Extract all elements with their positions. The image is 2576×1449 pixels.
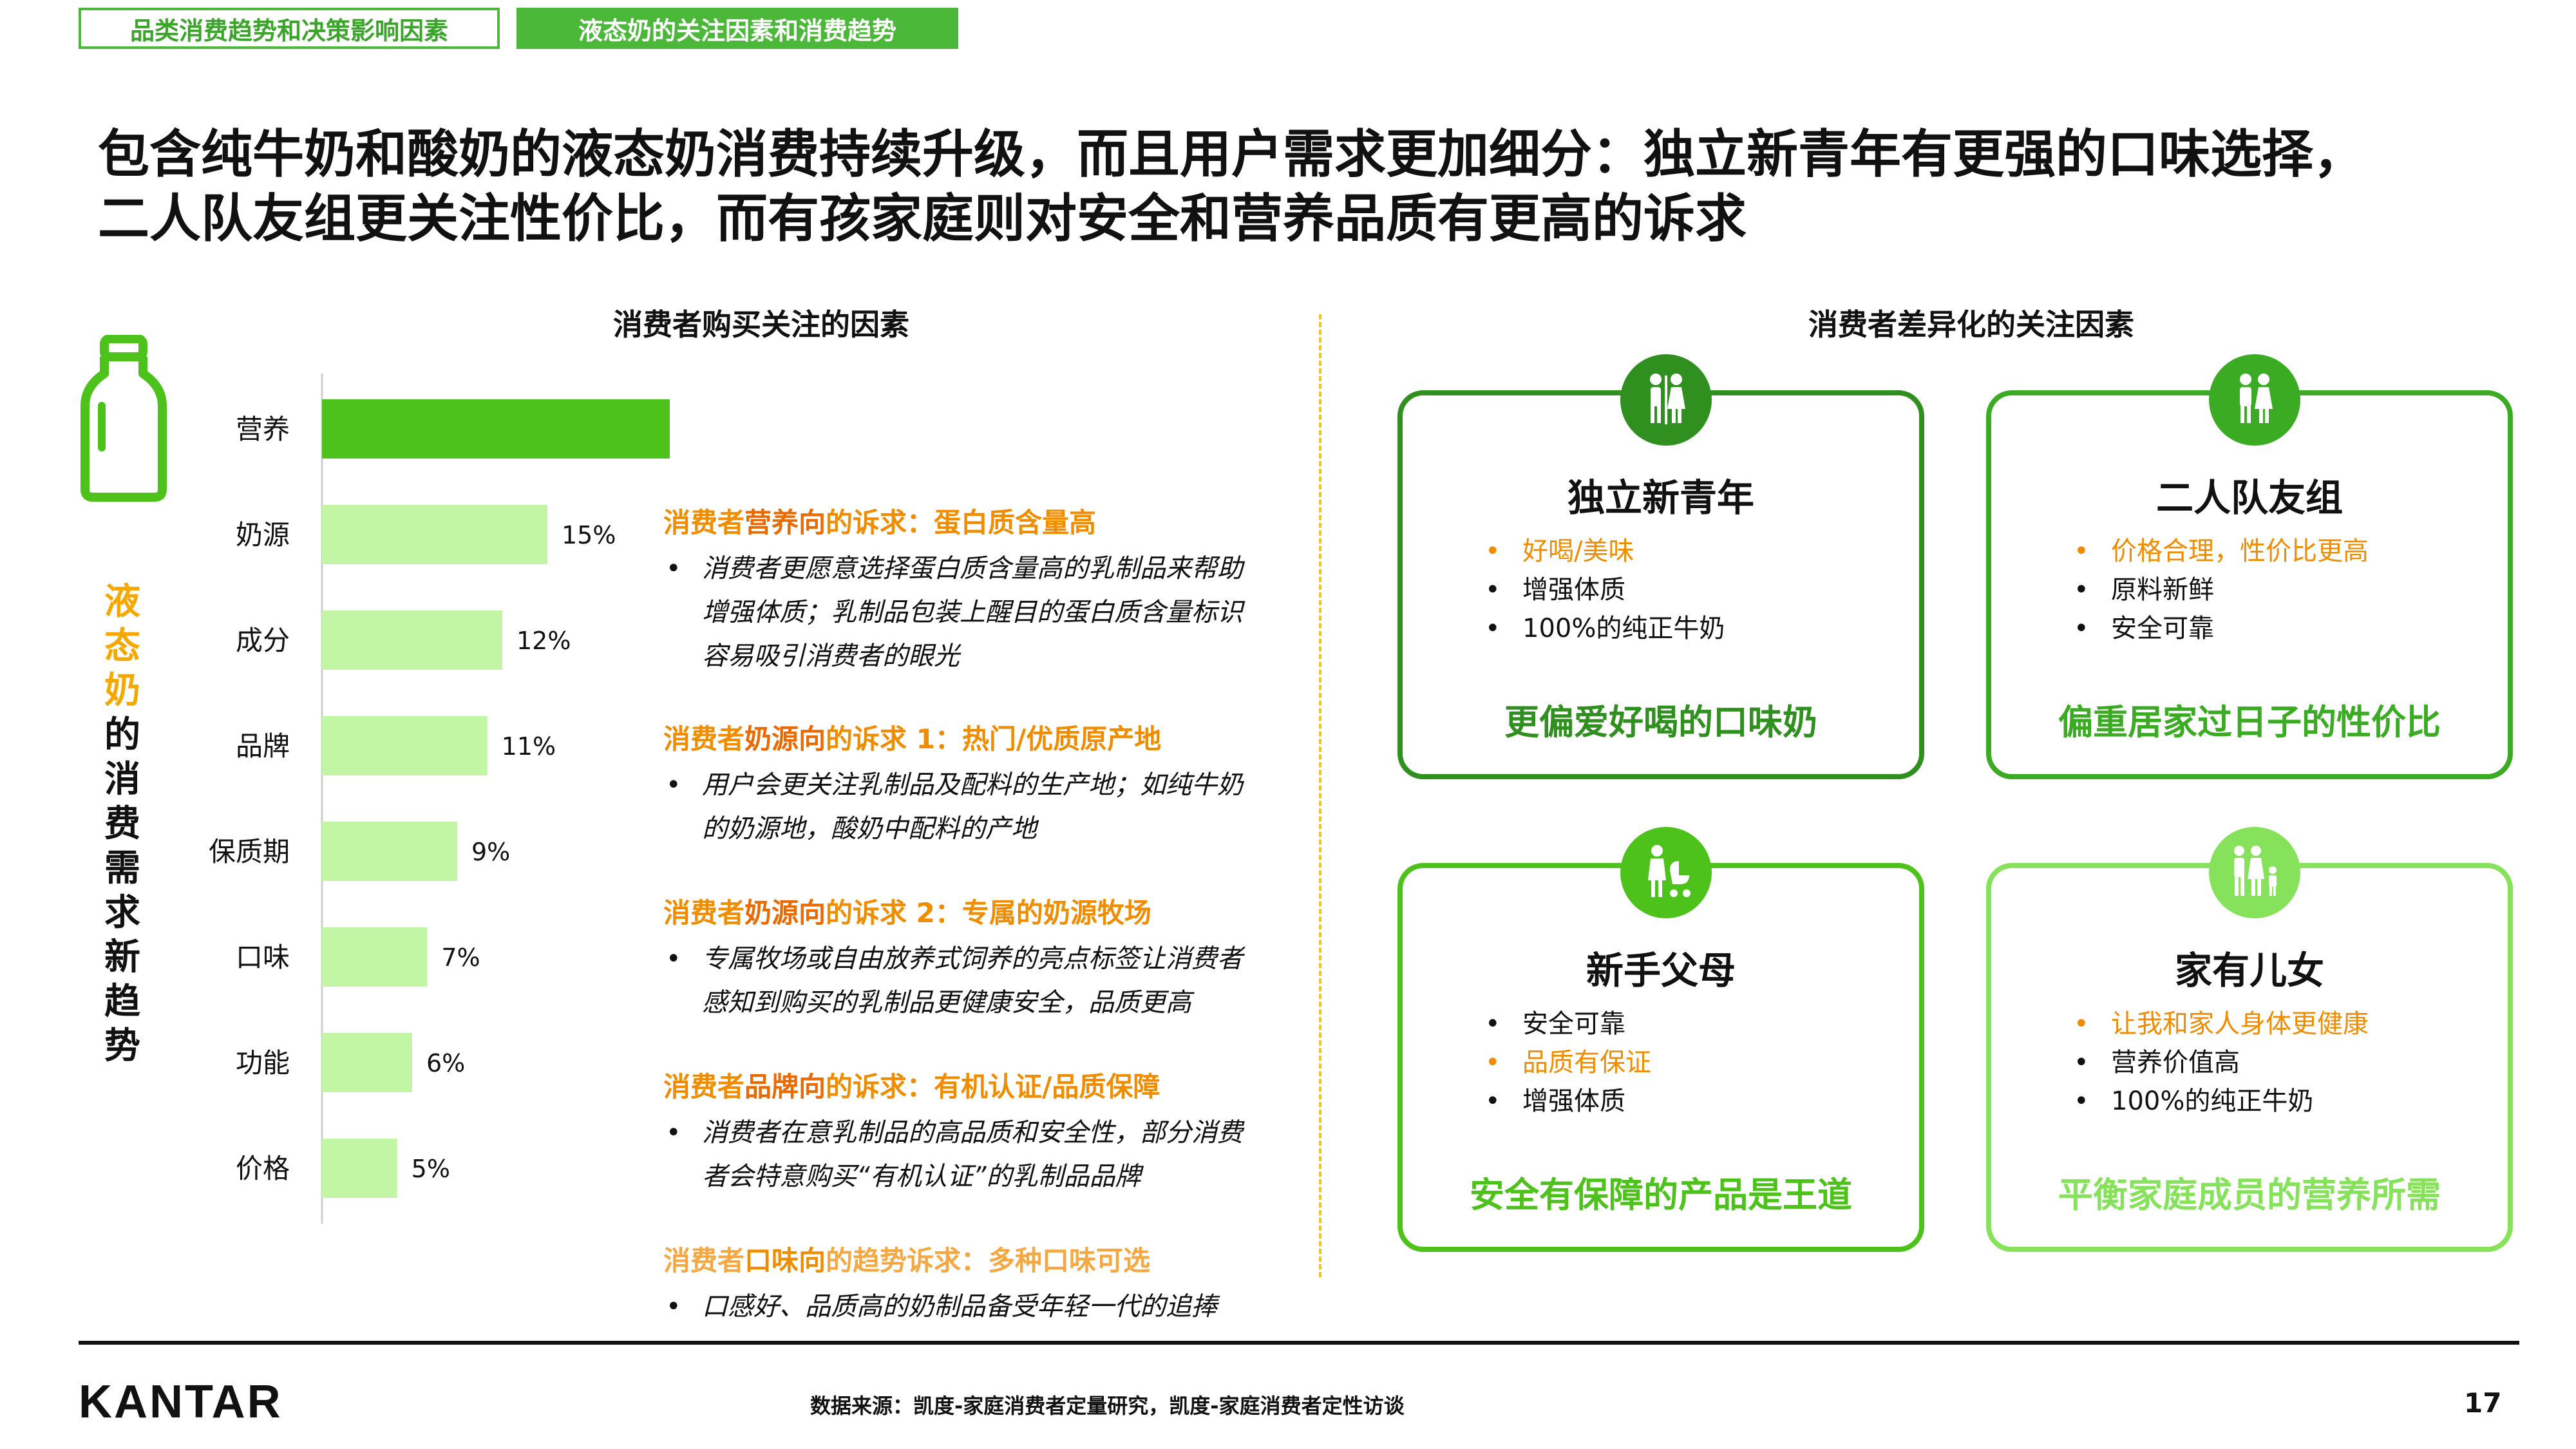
segment-summary: 平衡家庭成员的营养所需 bbox=[2058, 1175, 2441, 1215]
claim-block: 消费者奶源向的诉求 2：专属的奶源牧场 专属牧场或自由放养式饲养的亮点标签让消费… bbox=[663, 891, 1243, 1025]
segment-item: 安全可靠 bbox=[2069, 609, 2369, 648]
right-section-title: 消费者差异化的关注因素 bbox=[1808, 307, 2134, 342]
claim-title: 消费者奶源向的诉求 2：专属的奶源牧场 bbox=[663, 897, 1151, 929]
segment-card-young: 独立新青年 好喝/美味 增强体质 100%的纯正牛奶 更偏爱好喝的口味奶 bbox=[1397, 354, 1924, 779]
value-label: 11% bbox=[502, 732, 556, 761]
segment-list: 让我和家人身体更健康 营养价值高 100%的纯正牛奶 bbox=[2069, 1005, 2369, 1121]
tab-liquid-milk[interactable]: 液态奶的关注因素和消费趋势 bbox=[516, 8, 958, 49]
category-label: 品牌 bbox=[236, 730, 290, 762]
milk-bottle-icon bbox=[80, 335, 167, 502]
segment-item: 好喝/美味 bbox=[1480, 532, 1725, 571]
bar bbox=[322, 505, 547, 564]
segment-item: 增强体质 bbox=[1480, 1082, 1651, 1121]
segment-card-new-parents: 新手父母 安全可靠 品质有保证 增强体质 安全有保障的产品是王道 bbox=[1397, 827, 1924, 1252]
segment-title: 独立新青年 bbox=[1567, 476, 1754, 520]
headline-line-2: 二人队友组更关注性价比，而有孩家庭则对安全和营养品质有更高的诉求 bbox=[98, 189, 1747, 249]
bar bbox=[322, 611, 502, 670]
category-label: 成分 bbox=[236, 625, 290, 656]
claim-title: 消费者品牌向的诉求：有机认证/品质保障 bbox=[663, 1071, 1160, 1103]
segment-item: 原料新鲜 bbox=[2069, 571, 2369, 609]
segment-item: 安全可靠 bbox=[1480, 1005, 1651, 1043]
claim-text: 口感好、品质高的奶制品备受年轻一代的追捧 bbox=[663, 1285, 1217, 1329]
headline: 包含纯牛奶和酸奶的液态奶消费持续升级，而且用户需求更加细分：独立新青年有更强的口… bbox=[98, 122, 2519, 251]
segment-card-couple: 二人队友组 价格合理，性价比更高 原料新鲜 安全可靠 偏重居家过日子的性价比 bbox=[1986, 354, 2513, 779]
claim-title: 消费者营养向的诉求：蛋白质含量高 bbox=[663, 507, 1097, 538]
claim-block: 消费者奶源向的诉求 1：热门/优质原产地 用户会更关注乳制品及配料的生产地；如纯… bbox=[663, 717, 1243, 851]
bar bbox=[322, 1139, 397, 1198]
segment-item: 品质有保证 bbox=[1480, 1043, 1651, 1082]
vertical-title-rest: 的消费需求新趋势 bbox=[104, 714, 140, 1067]
segment-item: 价格合理，性价比更高 bbox=[2069, 532, 2369, 571]
claim-text: 消费者更愿意选择蛋白质含量高的乳制品来帮助增强体质；乳制品包装上醒目的蛋白质含量… bbox=[663, 547, 1243, 678]
two-people-icon bbox=[1620, 354, 1712, 446]
claim-block: 消费者口味向的趋势诉求：多种口味可选 口感好、品质高的奶制品备受年轻一代的追捧 bbox=[663, 1239, 1217, 1329]
segment-summary: 更偏爱好喝的口味奶 bbox=[1504, 702, 1817, 743]
data-source: 数据来源：凯度-家庭消费者定量研究，凯度-家庭消费者定性访谈 bbox=[810, 1394, 1405, 1418]
value-label: 12% bbox=[516, 627, 571, 655]
category-label: 功能 bbox=[236, 1047, 290, 1079]
couple-icon bbox=[2209, 354, 2300, 446]
segment-card-family: 家有儿女 让我和家人身体更健康 营养价值高 100%的纯正牛奶 平衡家庭成员的营… bbox=[1986, 827, 2513, 1252]
segment-item: 增强体质 bbox=[1480, 571, 1725, 609]
bar bbox=[322, 716, 488, 775]
value-label: 9% bbox=[471, 838, 510, 866]
category-label: 营养 bbox=[236, 413, 290, 445]
category-label: 口味 bbox=[236, 942, 290, 973]
vertical-title-highlight: 液态奶 bbox=[104, 581, 140, 712]
segment-title: 家有儿女 bbox=[2174, 949, 2324, 992]
tab-category-trends[interactable]: 品类消费趋势和决策影响因素 bbox=[79, 8, 500, 49]
segment-summary: 安全有保障的产品是王道 bbox=[1470, 1175, 1852, 1215]
category-label: 保质期 bbox=[209, 836, 290, 867]
section-divider bbox=[1319, 314, 1321, 1277]
segment-item: 营养价值高 bbox=[2069, 1043, 2369, 1082]
bar bbox=[322, 927, 428, 987]
value-label: 15% bbox=[562, 521, 616, 549]
claim-block: 消费者营养向的诉求：蛋白质含量高 消费者更愿意选择蛋白质含量高的乳制品来帮助增强… bbox=[663, 501, 1243, 678]
category-label: 价格 bbox=[236, 1153, 290, 1184]
segment-list: 价格合理，性价比更高 原料新鲜 安全可靠 bbox=[2069, 532, 2369, 648]
kantar-logo: KANTAR bbox=[79, 1376, 283, 1428]
segment-title: 新手父母 bbox=[1586, 949, 1736, 992]
bar bbox=[322, 1033, 412, 1092]
category-label: 奶源 bbox=[236, 519, 290, 551]
claim-block: 消费者品牌向的诉求：有机认证/品质保障 消费者在意乳制品的高品质和安全性，部分消… bbox=[663, 1065, 1243, 1198]
segment-list: 安全可靠 品质有保证 增强体质 bbox=[1480, 1005, 1651, 1121]
value-label: 6% bbox=[426, 1049, 465, 1077]
left-section-title: 消费者购买关注的因素 bbox=[613, 307, 909, 342]
segment-item: 100%的纯正牛奶 bbox=[2069, 1082, 2369, 1121]
parent-stroller-icon bbox=[1620, 827, 1712, 918]
claim-title: 消费者奶源向的诉求 1：热门/优质原产地 bbox=[663, 723, 1162, 755]
segment-item: 让我和家人身体更健康 bbox=[2069, 1005, 2369, 1043]
segment-title: 二人队友组 bbox=[2155, 476, 2343, 520]
footer-divider bbox=[79, 1341, 2519, 1345]
claim-title: 消费者口味向的趋势诉求：多种口味可选 bbox=[663, 1245, 1151, 1276]
value-label: 5% bbox=[412, 1155, 450, 1183]
family-icon bbox=[2209, 827, 2300, 918]
bar bbox=[322, 822, 457, 881]
value-label: 7% bbox=[441, 943, 480, 972]
vertical-title: 液态奶的消费需求新趋势 bbox=[100, 580, 145, 1068]
segment-list: 好喝/美味 增强体质 100%的纯正牛奶 bbox=[1480, 532, 1725, 648]
segment-item: 100%的纯正牛奶 bbox=[1480, 609, 1725, 648]
segment-summary: 偏重居家过日子的性价比 bbox=[2058, 702, 2441, 743]
bar bbox=[322, 399, 670, 459]
page-number: 17 bbox=[2464, 1387, 2502, 1419]
headline-line-1: 包含纯牛奶和酸奶的液态奶消费持续升级，而且用户需求更加细分：独立新青年有更强的口… bbox=[98, 124, 2365, 184]
